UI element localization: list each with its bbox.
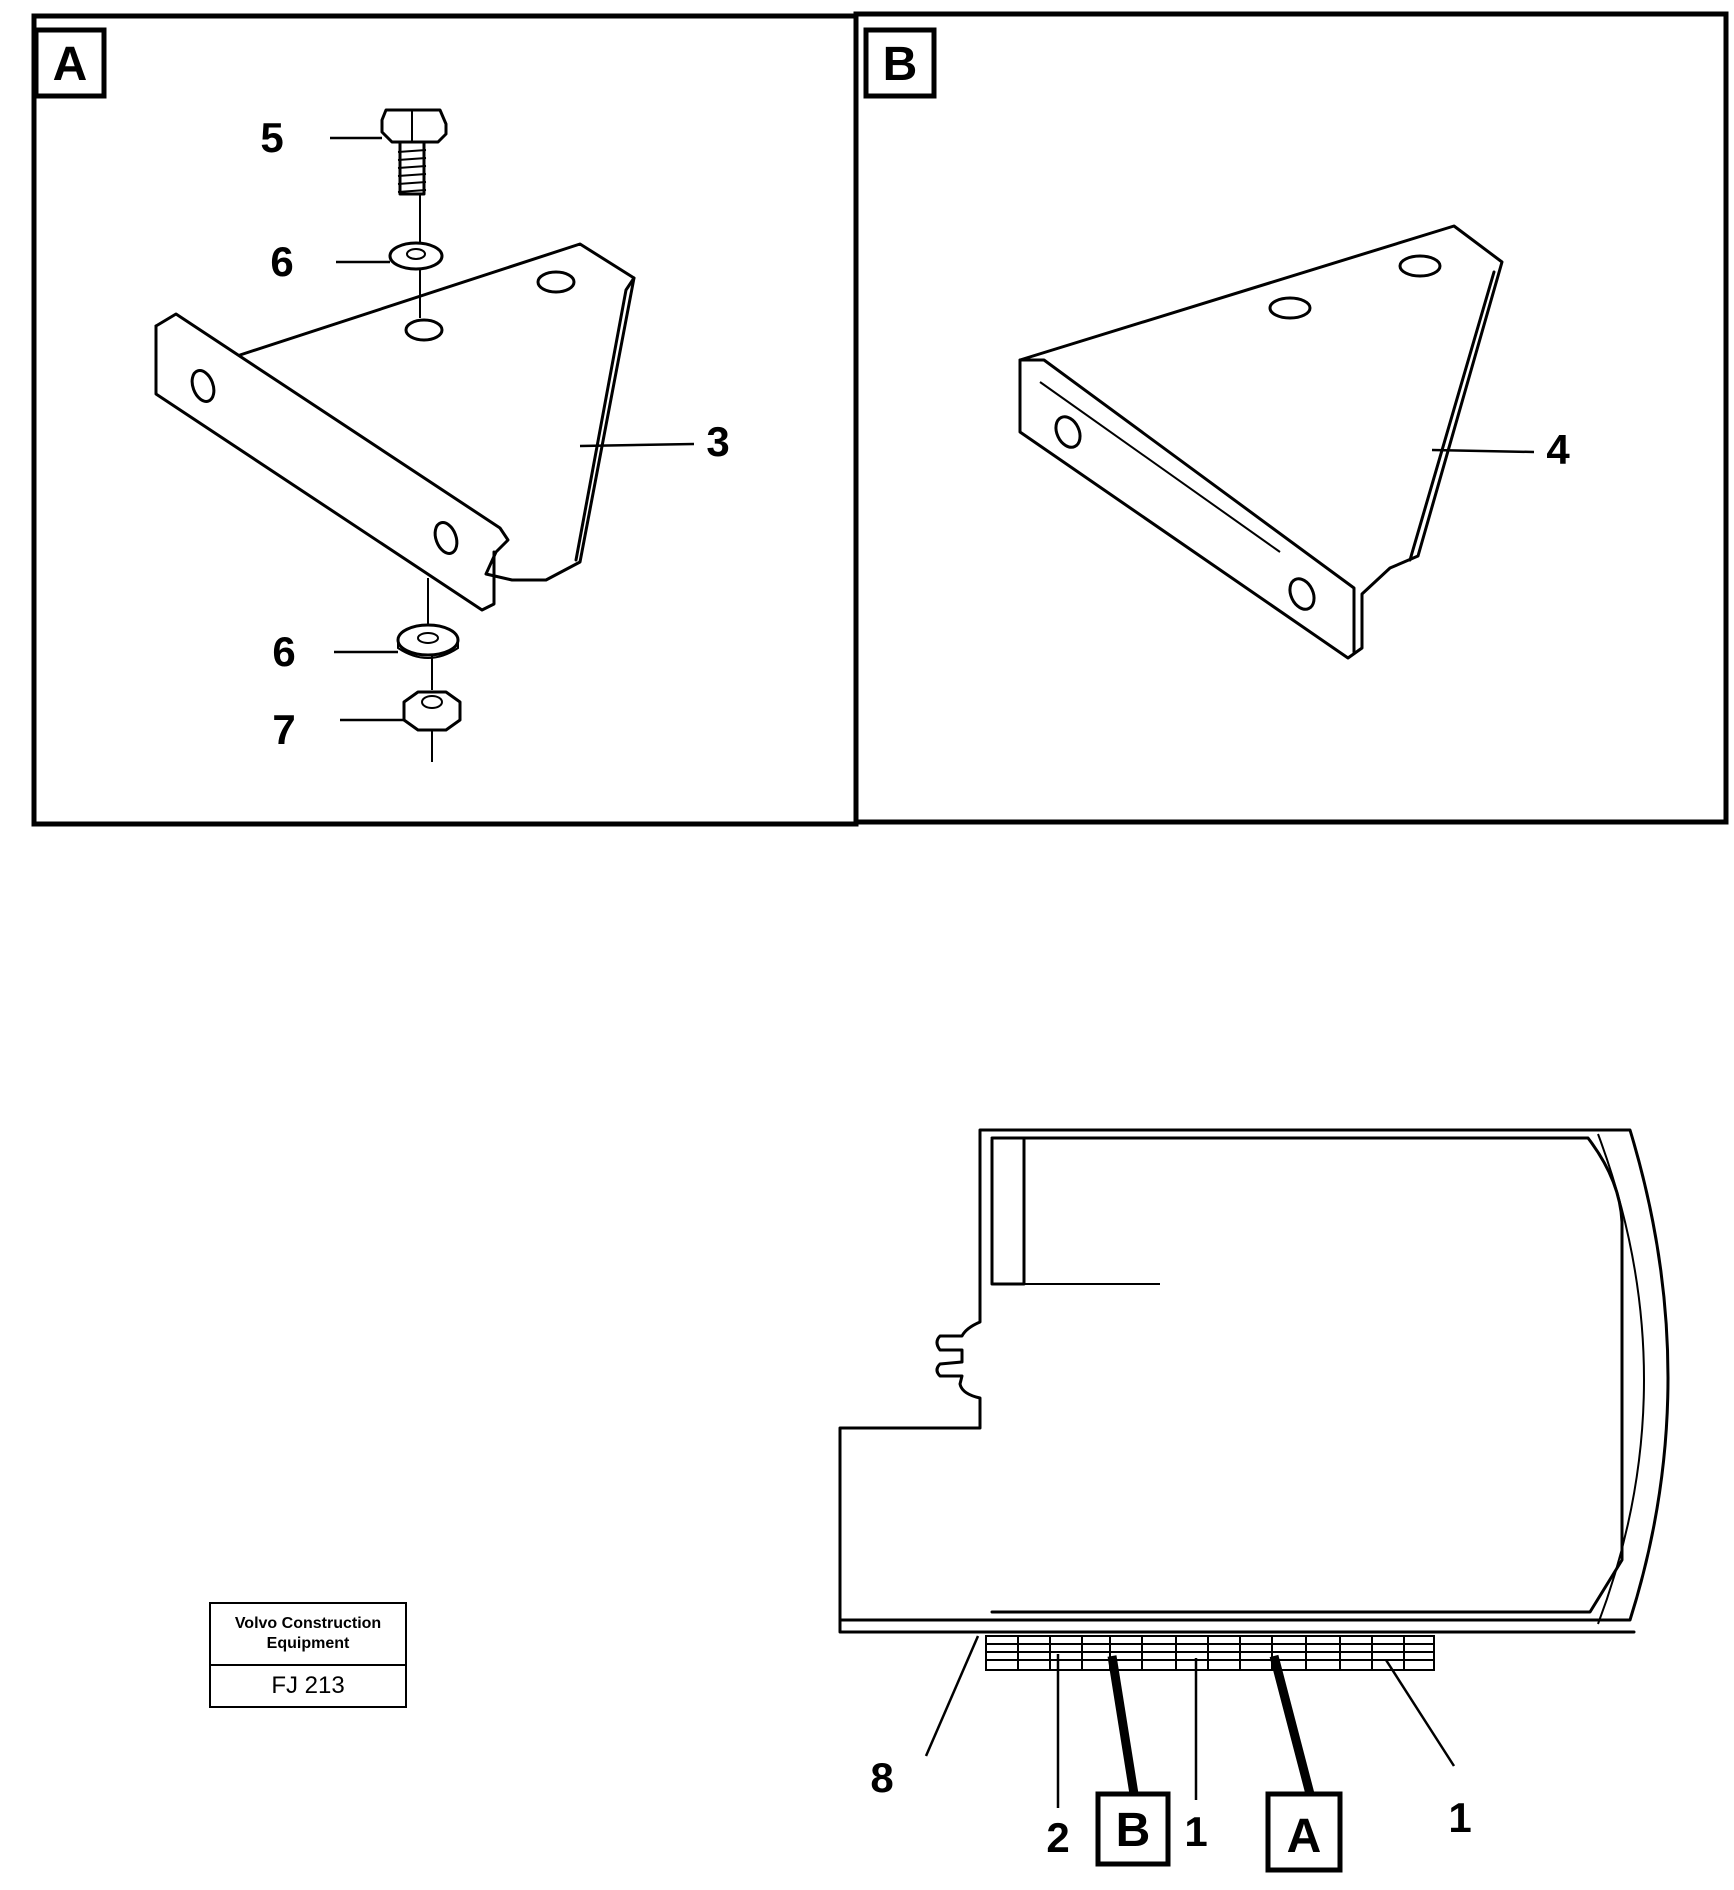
callout-nut: 7 <box>272 706 295 753</box>
callout-lower-washer: 6 <box>272 628 295 675</box>
panel-b: B 4 <box>853 11 1729 825</box>
nut-drawing <box>402 690 462 762</box>
callout-strip-2: 2 <box>1046 1814 1069 1861</box>
bolt-drawing <box>380 108 448 244</box>
title-block: Volvo Construction Equipment FJ 213 <box>209 1602 407 1708</box>
company-name-line2: Equipment <box>266 1635 350 1652</box>
callout-bracket-b: 4 <box>1546 426 1570 473</box>
callout-strip-1-right: 1 <box>1448 1794 1471 1841</box>
strip-tag-b-box <box>1095 1791 1171 1867</box>
company-name-line1: Volvo Construction <box>234 1615 382 1632</box>
drawing-code: FJ 213 <box>271 1672 345 1699</box>
strip-tag-a-box <box>1265 1791 1343 1873</box>
callout-bolt: 5 <box>260 114 283 161</box>
panel-b-tag: B <box>883 38 918 91</box>
bracket-a-drawing <box>154 242 636 624</box>
callout-bracket-a: 3 <box>706 418 729 465</box>
strip-tag-b: B <box>1116 1804 1151 1857</box>
panel-a: A <box>31 13 859 827</box>
callout-strip-8: 8 <box>870 1754 893 1801</box>
callout-strip-1-mid: 1 <box>1184 1808 1207 1855</box>
upper-washer-drawing <box>388 241 444 318</box>
cab-outline-drawing <box>838 1128 1670 1634</box>
panel-a-tag-box <box>33 27 107 99</box>
panel-a-tag: A <box>53 38 88 91</box>
bracket-b-drawing <box>1018 224 1504 660</box>
title-block-company: Volvo Construction Equipment <box>211 1604 405 1666</box>
lower-washer-drawing <box>396 623 460 690</box>
panel-b-tag-box <box>863 27 937 99</box>
strip-drawing <box>985 1635 1435 1671</box>
strip-tag-a: A <box>1287 1810 1322 1863</box>
callout-upper-washer: 6 <box>270 238 293 285</box>
